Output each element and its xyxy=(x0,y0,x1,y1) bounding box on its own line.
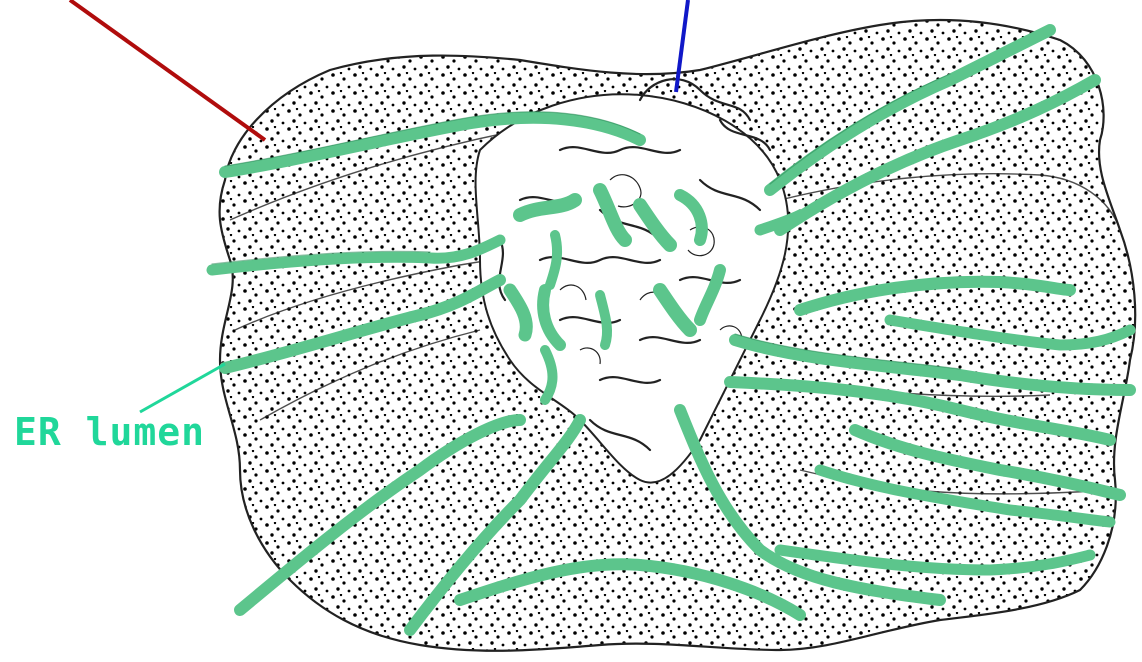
pointer-line-red xyxy=(70,0,265,140)
er-lumen-label: ER lumen xyxy=(14,410,205,454)
pointer-line-er-lumen xyxy=(140,364,225,412)
